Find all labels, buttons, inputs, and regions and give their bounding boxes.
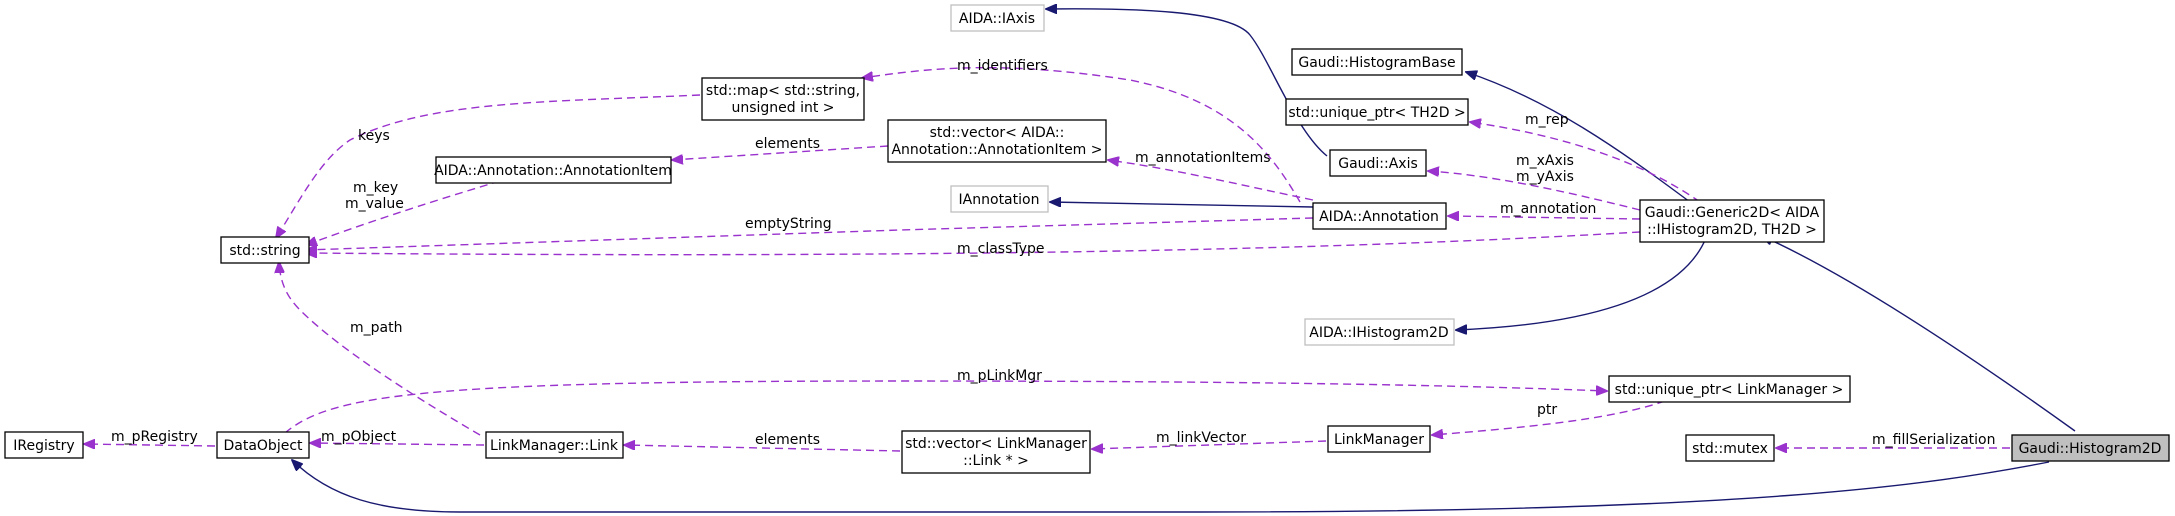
node-std-string[interactable]: std::string bbox=[220, 236, 310, 264]
label-m-value: m_value bbox=[345, 196, 404, 212]
edge-m-linkvector bbox=[1092, 440, 1327, 449]
node-std-map[interactable]: std::map< std::string, unsigned int > bbox=[701, 77, 865, 121]
svg-text:DataObject: DataObject bbox=[223, 438, 303, 454]
node-aida-annotation[interactable]: AIDA::Annotation bbox=[1312, 202, 1447, 230]
svg-text:AIDA::IHistogram2D: AIDA::IHistogram2D bbox=[1309, 325, 1448, 341]
edge-inherit-ihistogram2d bbox=[1456, 237, 1707, 330]
label-m-rep: m_rep bbox=[1525, 112, 1569, 128]
edge-m-path bbox=[279, 262, 481, 436]
edge-keys bbox=[276, 94, 701, 238]
node-linkmanager[interactable]: LinkManager bbox=[1327, 425, 1431, 453]
edge-inherit-dataobject bbox=[292, 460, 2050, 513]
node-generic2d[interactable]: Gaudi::Generic2D< AIDA ::IHistogram2D, T… bbox=[1639, 199, 1825, 243]
label-m-classtype: m_classType bbox=[957, 241, 1045, 257]
svg-text:::Link * >: ::Link * > bbox=[963, 453, 1029, 469]
edge-emptystring bbox=[306, 217, 1314, 250]
edge-m-annotationitems bbox=[1108, 160, 1314, 201]
edge-elements-annot bbox=[672, 145, 889, 160]
edge-m-annotation bbox=[1448, 216, 1641, 219]
node-vector-link[interactable]: std::vector< LinkManager ::Link * > bbox=[901, 430, 1091, 474]
node-dataobject[interactable]: DataObject bbox=[216, 431, 310, 459]
svg-text:std::unique_ptr< LinkManager >: std::unique_ptr< LinkManager > bbox=[1615, 382, 1844, 398]
node-vector-annotationitem[interactable]: std::vector< AIDA:: Annotation::Annotati… bbox=[887, 119, 1107, 163]
svg-text:IRegistry: IRegistry bbox=[13, 438, 74, 454]
svg-text:std::mutex: std::mutex bbox=[1692, 441, 1768, 457]
svg-text:AIDA::Annotation: AIDA::Annotation bbox=[1319, 209, 1439, 225]
edge-m-pregistry bbox=[84, 444, 216, 446]
svg-text:Gaudi::Generic2D< AIDA: Gaudi::Generic2D< AIDA bbox=[1645, 205, 1820, 221]
svg-text:std::map< std::string,: std::map< std::string, bbox=[706, 83, 860, 99]
label-m-key: m_key bbox=[353, 180, 398, 196]
label-m-identifiers: m_identifiers bbox=[957, 58, 1048, 74]
svg-text:IAnnotation: IAnnotation bbox=[959, 192, 1040, 208]
node-annotationitem[interactable]: AIDA::Annotation::AnnotationItem bbox=[434, 156, 672, 184]
label-elements-annot: elements bbox=[755, 136, 820, 152]
node-aida-ihistogram2d[interactable]: AIDA::IHistogram2D bbox=[1304, 318, 1455, 346]
edge-m-plinkmgr bbox=[284, 380, 1607, 434]
label-m-pregistry: m_pRegistry bbox=[111, 429, 198, 445]
svg-text:AIDA::Annotation::AnnotationIt: AIDA::Annotation::AnnotationItem bbox=[434, 163, 672, 179]
node-gaudi-histogrambase[interactable]: Gaudi::HistogramBase bbox=[1291, 48, 1463, 76]
svg-text:Gaudi::Axis: Gaudi::Axis bbox=[1338, 156, 1418, 172]
node-gaudi-histogram2d[interactable]: Gaudi::Histogram2D bbox=[2011, 434, 2170, 462]
svg-text:std::unique_ptr< TH2D >: std::unique_ptr< TH2D > bbox=[1288, 105, 1465, 121]
label-m-yaxis: m_yAxis bbox=[1516, 169, 1574, 185]
svg-text:AIDA::IAxis: AIDA::IAxis bbox=[959, 11, 1035, 27]
node-unique-ptr-linkmanager[interactable]: std::unique_ptr< LinkManager > bbox=[1608, 375, 1851, 403]
label-m-annotationitems: m_annotationItems bbox=[1135, 150, 1271, 166]
node-iregistry[interactable]: IRegistry bbox=[4, 431, 84, 459]
label-ptr: ptr bbox=[1537, 402, 1557, 418]
edge-m-rep bbox=[1470, 122, 1701, 203]
svg-text:LinkManager: LinkManager bbox=[1334, 432, 1424, 448]
label-m-fillserialization: m_fillSerialization bbox=[1872, 432, 1995, 448]
node-unique-ptr-th2d[interactable]: std::unique_ptr< TH2D > bbox=[1285, 98, 1469, 126]
node-std-mutex[interactable]: std::mutex bbox=[1685, 434, 1775, 462]
edge-ptr bbox=[1432, 400, 1666, 435]
svg-text:Annotation::AnnotationItem >: Annotation::AnnotationItem > bbox=[891, 142, 1102, 158]
edge-m-identifiers bbox=[862, 66, 1301, 203]
node-aida-iaxis[interactable]: AIDA::IAxis bbox=[950, 4, 1045, 32]
edge-elements-link bbox=[624, 445, 901, 452]
edge-inherit-histogrambase bbox=[1466, 72, 1691, 203]
label-m-annotation: m_annotation bbox=[1500, 201, 1596, 217]
svg-text:std::vector< LinkManager: std::vector< LinkManager bbox=[905, 436, 1087, 452]
label-keys: keys bbox=[358, 128, 390, 144]
svg-text:LinkManager::Link: LinkManager::Link bbox=[490, 438, 619, 454]
svg-text:Gaudi::Histogram2D: Gaudi::Histogram2D bbox=[2019, 441, 2162, 457]
svg-text:::IHistogram2D, TH2D >: ::IHistogram2D, TH2D > bbox=[1647, 222, 1817, 238]
edge-inherit-iannotation bbox=[1050, 202, 1314, 208]
label-m-xaxis: m_xAxis bbox=[1516, 153, 1574, 169]
svg-text:std::vector< AIDA::: std::vector< AIDA:: bbox=[930, 125, 1065, 141]
node-linkmanager-link[interactable]: LinkManager::Link bbox=[485, 431, 624, 459]
node-gaudi-axis[interactable]: Gaudi::Axis bbox=[1329, 149, 1427, 177]
edge-m-axis bbox=[1428, 171, 1641, 211]
svg-text:std::string: std::string bbox=[229, 243, 300, 259]
label-m-plinkmgr: m_pLinkMgr bbox=[957, 368, 1042, 384]
label-m-path: m_path bbox=[350, 320, 402, 336]
label-emptystring: emptyString bbox=[745, 216, 832, 232]
label-m-pobject: m_pObject bbox=[321, 429, 397, 445]
edge-inherit-generic2d bbox=[1762, 236, 2076, 432]
edge-m-key bbox=[306, 180, 501, 245]
edge-m-classtype bbox=[306, 231, 1641, 255]
node-iannotation[interactable]: IAnnotation bbox=[950, 185, 1049, 213]
edge-m-pobject bbox=[310, 443, 485, 445]
label-elements-link: elements bbox=[755, 432, 820, 448]
svg-text:Gaudi::HistogramBase: Gaudi::HistogramBase bbox=[1298, 55, 1455, 71]
svg-text:unsigned int >: unsigned int > bbox=[731, 100, 834, 116]
label-m-linkvector: m_linkVector bbox=[1156, 430, 1246, 446]
